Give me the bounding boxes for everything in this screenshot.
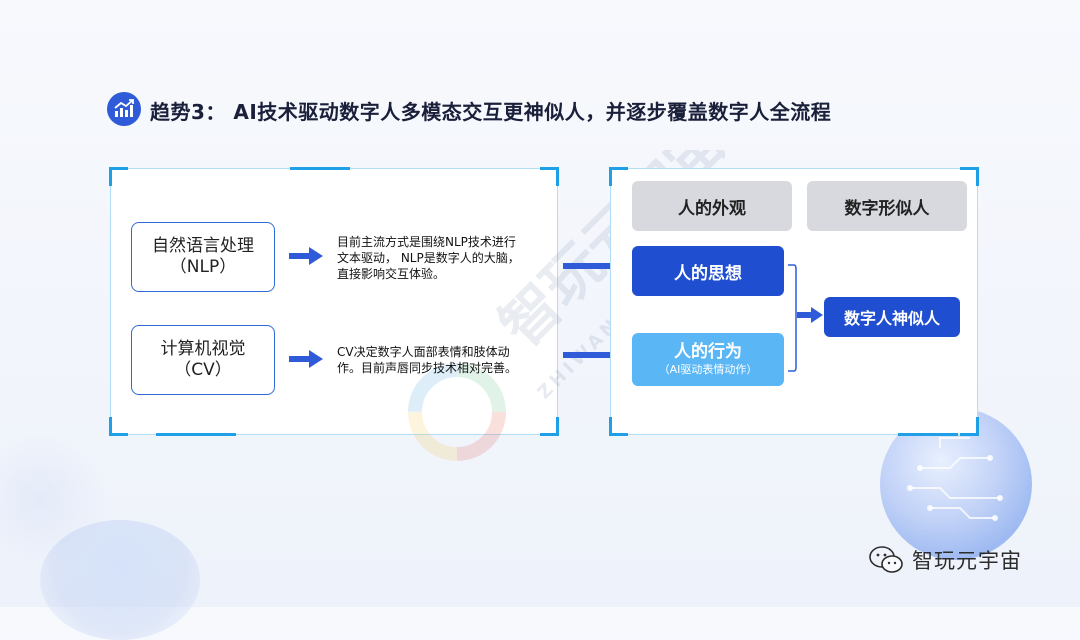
cv-abbr: （CV） [174, 360, 232, 381]
nlp-label: 自然语言处理 [152, 236, 254, 257]
arrow-right-icon [797, 307, 825, 323]
result-box: 数字人神似人 [824, 297, 960, 337]
wechat-icon [868, 545, 904, 575]
thinking-box: 人的思想 [632, 246, 784, 296]
appearance-box: 人的外观 [632, 181, 792, 231]
nlp-abbr: （NLP） [170, 257, 236, 278]
trend-chart-icon [107, 92, 141, 126]
page-title: 趋势3： AI技术驱动数字人多模态交互更神似人，并逐步覆盖数字人全流程 [150, 96, 831, 125]
nlp-description: 目前主流方式是围绕NLP技术进行 文本驱动， NLP是数字人的大脑， 直接影响交… [337, 234, 520, 282]
decorative-bubble [40, 520, 200, 640]
footer-brand: 智玩元宇宙 [868, 545, 1022, 575]
arrow-right-icon [289, 247, 325, 265]
brand-name: 智玩元宇宙 [912, 545, 1022, 575]
form-similar-box: 数字形似人 [807, 181, 967, 231]
cv-label: 计算机视觉 [161, 339, 246, 360]
nlp-box: 自然语言处理 （NLP） [131, 222, 275, 292]
cv-box: 计算机视觉 （CV） [131, 325, 275, 395]
behavior-subtitle: （AI驱动表情动作） [659, 362, 758, 378]
arrow-right-icon [289, 350, 325, 368]
behavior-box: 人的行为 （AI驱动表情动作） [632, 333, 784, 386]
cv-description: CV决定数字人面部表情和肢体动 作。目前声唇同步技术相对完善。 [337, 344, 517, 376]
